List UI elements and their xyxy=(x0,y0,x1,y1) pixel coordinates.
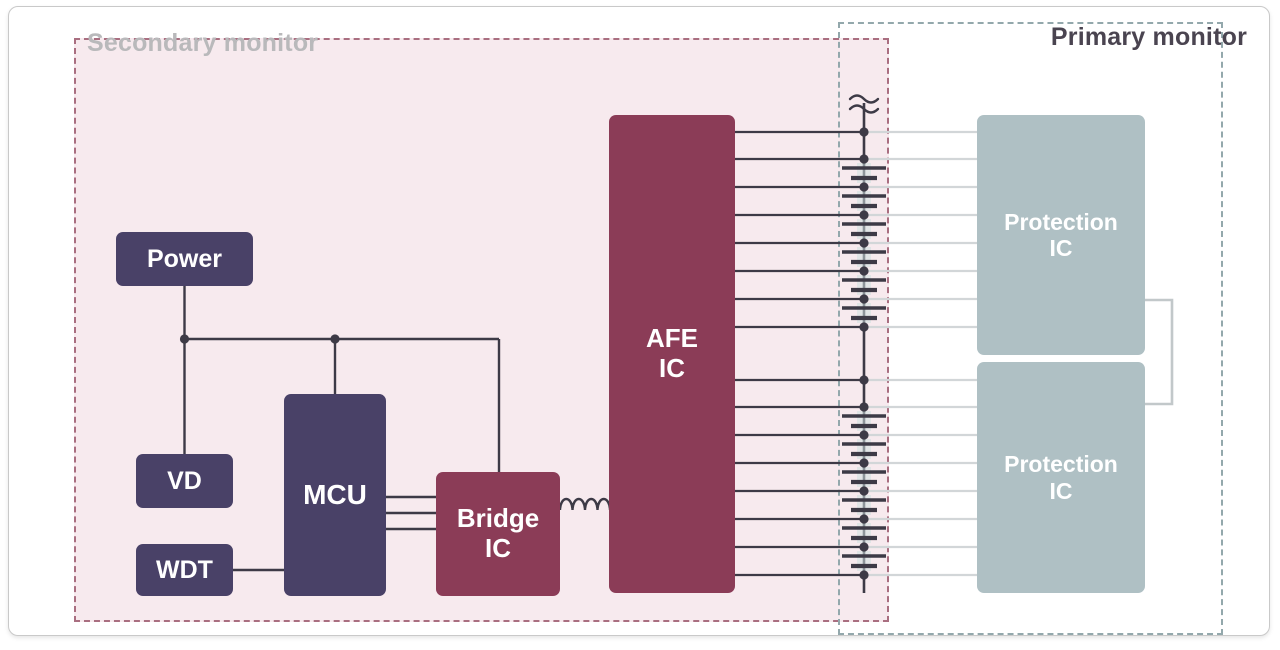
cell-tap-junction-15 xyxy=(859,570,869,580)
region-secondary-monitor xyxy=(838,22,1223,635)
junction-power-rail xyxy=(179,334,190,344)
block-power-label: Power xyxy=(146,244,223,273)
wiring-layer xyxy=(179,94,1174,593)
junction-mcu-rail xyxy=(330,334,340,344)
cell-tap-junction-14 xyxy=(859,542,869,552)
cell-tap-junction-7 xyxy=(859,322,869,332)
cell-tap-junction-11 xyxy=(859,458,869,468)
isolation-coil-icon xyxy=(558,497,612,511)
block-protection-ic-1-label: Protection IC xyxy=(1004,208,1118,261)
region-secondary-monitor-title: Secondary monitor xyxy=(87,29,319,57)
cell-tap-junction-0 xyxy=(859,127,869,137)
block-mcu[interactable]: MCU xyxy=(284,394,386,596)
block-wdt-label: WDT xyxy=(156,555,213,584)
battery-cell-stack xyxy=(842,94,886,593)
cell-stack-break-icon xyxy=(848,94,880,104)
cell-tap-junction-2 xyxy=(859,182,869,192)
block-afe-ic[interactable]: AFE IC xyxy=(609,115,735,593)
cell-tap-junction-6 xyxy=(859,294,869,304)
diagram-card: Power VD WDT MCU Bridge IC AFE IC Protec… xyxy=(8,6,1270,636)
cell-tap-junction-9 xyxy=(859,402,869,412)
cell-tap-junction-3 xyxy=(859,210,869,220)
cell-tap-junction-4 xyxy=(859,238,869,248)
protection-ic-link xyxy=(1145,298,1174,406)
block-protection-ic-2-label: Protection IC xyxy=(1004,451,1118,504)
block-bridge-ic-label: Bridge IC xyxy=(456,503,540,563)
block-protection-ic-1[interactable]: Protection IC xyxy=(977,115,1145,355)
block-bridge-ic[interactable]: Bridge IC xyxy=(436,472,560,596)
block-vd-label: VD xyxy=(167,466,202,495)
block-mcu-label: MCU xyxy=(303,479,367,511)
cell-stack-break-icon xyxy=(848,104,880,114)
block-afe-ic-label: AFE IC xyxy=(646,323,698,383)
cell-tap-junction-8 xyxy=(859,375,869,385)
block-vd[interactable]: VD xyxy=(136,454,233,508)
cell-tap-junction-1 xyxy=(859,154,869,164)
region-primary-monitor-title: Primary monitor xyxy=(1050,23,1247,51)
cell-tap-junction-12 xyxy=(859,486,869,496)
cell-tap-junction-5 xyxy=(859,266,869,276)
block-protection-ic-2[interactable]: Protection IC xyxy=(977,362,1145,593)
block-power[interactable]: Power xyxy=(116,232,253,286)
cell-tap-junction-10 xyxy=(859,430,869,440)
block-wdt[interactable]: WDT xyxy=(136,544,233,596)
cell-tap-junction-13 xyxy=(859,514,869,524)
